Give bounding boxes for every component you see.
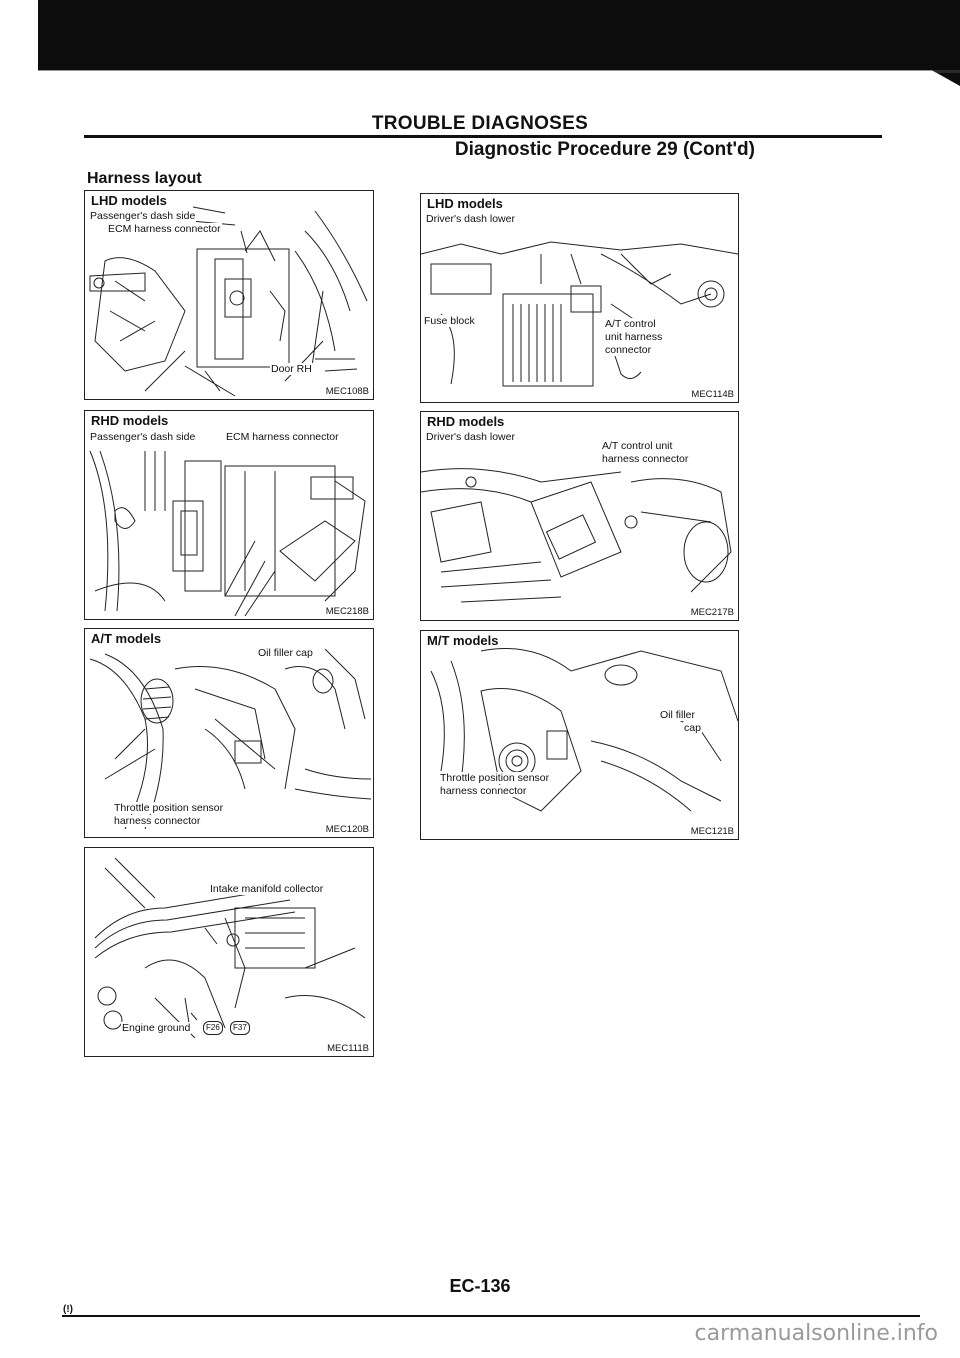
footer-rule	[62, 1315, 920, 1317]
label-ecm-harness-connector: ECM harness connector	[107, 223, 222, 235]
figure-illustration	[94, 857, 366, 1039]
figure-mt-throttle-sensor: M/T models Oil filler cap Throttle posit…	[420, 630, 739, 840]
label-at-control: A/T control	[604, 318, 657, 330]
label-harness-connector: harness connector	[601, 453, 690, 465]
figure-code: MEC218B	[324, 606, 370, 617]
label-connector-f26: F26	[203, 1021, 223, 1035]
figure-lhd-passenger-dash: LHD models Passenger's dash side ECM har…	[84, 190, 374, 400]
label-engine-ground: Engine ground	[121, 1022, 192, 1034]
label-harness-connector: harness connector	[113, 815, 202, 827]
harness-layout-heading: Harness layout	[87, 170, 202, 187]
figure-code: MEC120B	[324, 824, 370, 835]
section-title: TROUBLE DIAGNOSES	[371, 113, 589, 134]
panel-title: M/T models	[425, 633, 501, 648]
label-passenger-dash-side: Passenger's dash side	[89, 210, 197, 222]
figure-at-throttle-sensor: A/T models Oil filler cap Throttle posit…	[84, 628, 374, 838]
header-black-bar	[38, 0, 960, 86]
label-oil-filler-cap: Oil filler cap	[257, 647, 314, 659]
footer-mark: (!)	[63, 1304, 73, 1315]
panel-title: LHD models	[89, 193, 169, 208]
figure-illustration	[89, 648, 372, 830]
label-drivers-dash-lower: Driver's dash lower	[425, 431, 516, 443]
label-intake-manifold-collector: Intake manifold collector	[209, 883, 325, 895]
watermark: carmanualsonline.info	[694, 1321, 938, 1346]
label-fuse-block: Fuse block	[423, 315, 476, 327]
page-number: EC-136	[449, 1276, 511, 1296]
figure-engine-ground: Intake manifold collector Engine ground …	[84, 847, 374, 1057]
figure-illustration	[430, 648, 738, 812]
label-throttle-position-sensor: Throttle position sensor	[439, 772, 551, 784]
label-passenger-dash-side: Passenger's dash side	[89, 431, 197, 443]
figure-rhd-passenger-dash: RHD models Passenger's dash side ECM har…	[84, 410, 374, 620]
figure-illustration	[89, 450, 366, 617]
label-unit-harness: unit harness	[604, 331, 664, 343]
label-harness-connector: harness connector	[439, 785, 528, 797]
label-connector-f37: F37	[230, 1021, 250, 1035]
label-oil-filler: Oil filler	[659, 709, 697, 721]
figure-illustration	[421, 468, 732, 603]
figure-lhd-driver-dash: LHD models Driver's dash lower Fuse bloc…	[420, 193, 739, 403]
label-connector: connector	[604, 344, 653, 356]
figure-code: MEC217B	[689, 607, 735, 618]
panel-title: RHD models	[89, 413, 171, 428]
panel-title: LHD models	[425, 196, 505, 211]
panel-title: RHD models	[425, 414, 507, 429]
figure-illustration	[89, 206, 368, 397]
label-door-rh: Door RH	[270, 363, 313, 375]
panel-title: A/T models	[89, 631, 164, 646]
figure-code: MEC114B	[690, 389, 735, 400]
figure-code: MEC108B	[324, 386, 370, 397]
figure-code: MEC121B	[689, 826, 735, 837]
subsection-title: Diagnostic Procedure 29 (Cont'd)	[454, 139, 755, 160]
header-rule	[84, 135, 882, 138]
label-ecm-harness-connector: ECM harness connector	[225, 431, 340, 443]
figure-code: MEC111B	[326, 1043, 370, 1054]
label-throttle-position-sensor: Throttle position sensor	[113, 802, 225, 814]
label-at-control-unit: A/T control unit	[601, 440, 674, 452]
figure-rhd-driver-dash: RHD models Driver's dash lower A/T contr…	[420, 411, 739, 621]
label-cap: cap	[683, 722, 702, 734]
figure-illustration	[421, 241, 738, 387]
label-drivers-dash-lower: Driver's dash lower	[425, 213, 516, 225]
